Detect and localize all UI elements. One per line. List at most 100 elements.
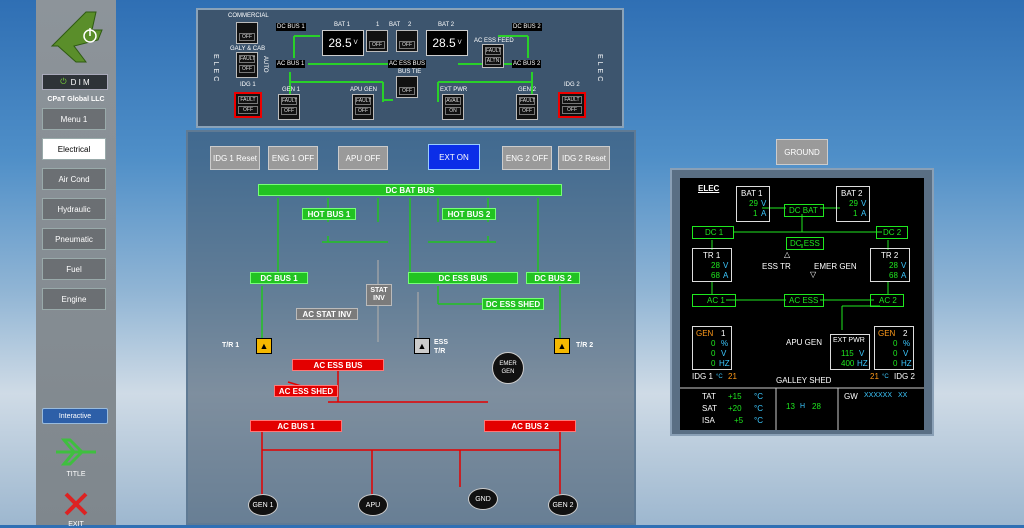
ecam-dc-2: DC 2 [876, 226, 908, 239]
ecam-isa-unit: °C [754, 416, 763, 425]
ecam-idg-1-label: IDG 1 [692, 372, 713, 381]
ecam-idg-2-label: IDG 2 [894, 372, 915, 381]
title-button[interactable]: TITLE [54, 438, 98, 478]
gnd-indicator: GND [468, 488, 498, 510]
ecam-gw-label: GW [844, 392, 858, 401]
overhead-bat-1-label: BAT 1 [334, 22, 351, 28]
overhead-elec-left-label: ELEC [212, 54, 219, 85]
overhead-bat-2-num: 2 [408, 22, 412, 28]
menu-item-electrical[interactable]: Electrical [42, 138, 106, 160]
title-label: TITLE [66, 471, 86, 478]
ac-bus-2: AC BUS 2 [484, 420, 576, 432]
menu-item-pneumatic[interactable]: Pneumatic [42, 228, 106, 250]
ac-stat-inv: AC STAT INV [296, 308, 358, 320]
menu-item-air-cond[interactable]: Air Cond [42, 168, 106, 190]
dc-ess-bus: DC ESS BUS [408, 272, 518, 284]
menu-item-fuel[interactable]: Fuel [42, 258, 106, 280]
dim-label: D I M [70, 77, 90, 87]
ecam-idg-1-unit: °C [716, 374, 723, 380]
gen-2-indicator: GEN 2 [548, 494, 578, 516]
ecam-galley-shed-label: GALLEY SHED [776, 376, 832, 385]
bat-2-pushbutton[interactable]: OFF [396, 30, 418, 52]
ecam-sat-label: SAT [702, 404, 717, 413]
ecam-tat-value: +15 [728, 392, 742, 401]
ecam-emer-gen-arrow-icon: ▽ [810, 270, 817, 279]
interactive-button[interactable]: Interactive [42, 408, 108, 424]
tr-1-symbol-icon: ▲ [256, 338, 272, 354]
overhead-ac-bus-1-label: AC BUS 1 [276, 60, 306, 68]
bus-tie-pushbutton[interactable]: OFF [396, 76, 418, 98]
company-label: CPaT Global LLC [47, 96, 105, 103]
overhead-dc-bus-1-label: DC BUS 1 [276, 23, 306, 31]
bat-1-pushbutton[interactable]: OFF [366, 30, 388, 52]
ecam-emer-gen-label: EMER GEN [814, 262, 857, 271]
ecam-title: ELEC [698, 184, 720, 193]
ecam-isa-value: +5 [734, 416, 744, 425]
ecam-time-h-unit: H [800, 403, 806, 410]
overhead-idg-1-label: IDG 1 [240, 82, 256, 88]
ecam-tat-label: TAT [702, 392, 716, 401]
exit-button[interactable]: EXIT [58, 492, 94, 528]
ecam-sat-unit: °C [754, 404, 763, 413]
ecam-ess-tr-label: ESS TR [762, 262, 791, 271]
overhead-gen-1-label: GEN 1 [282, 87, 301, 93]
ground-button[interactable]: GROUND [776, 139, 828, 165]
ecam-apu-gen-label: APU GEN [786, 338, 823, 347]
ecam-idg-2-temp: 21 [870, 372, 879, 381]
commercial-pushbutton[interactable]: OFF [236, 22, 258, 44]
elec-synoptic-panel: IDG 1 Reset ENG 1 OFF APU OFF EXT ON ENG… [186, 130, 636, 525]
overhead-ac-ess-feed-label: AC ESS FEED [474, 38, 514, 44]
ext-on-button[interactable]: EXT ON [428, 144, 480, 170]
ecam-ac-2: AC 2 [870, 294, 904, 307]
ecam-dc-ess: DC ESS [786, 237, 824, 250]
overhead-bat-2-label: BAT 2 [438, 22, 455, 28]
idg-2-reset-button[interactable]: IDG 2 Reset [558, 146, 610, 170]
idg-1-reset-button[interactable]: IDG 1 Reset [210, 146, 260, 170]
overhead-ext-pwr-label: EXT PWR [440, 87, 468, 93]
menu-item-menu-1[interactable]: Menu 1 [42, 108, 106, 130]
dc-ess-shed: DC ESS SHED [482, 298, 544, 310]
eng-1-off-button[interactable]: ENG 1 OFF [268, 146, 318, 170]
dim-button[interactable]: ⏻ D I M [42, 74, 108, 90]
ess-tr-symbol-icon: ▲ [414, 338, 430, 354]
menu-item-engine[interactable]: Engine [42, 288, 106, 310]
ecam-isa-label: ISA [702, 416, 715, 425]
ecam-tat-unit: °C [754, 392, 763, 401]
menu-item-hydraulic[interactable]: Hydraulic [42, 198, 106, 220]
tr-2-label: T/R 2 [576, 342, 594, 349]
overhead-idg-2-label: IDG 2 [564, 82, 580, 88]
ecam-idg-1-temp: 21 [728, 372, 737, 381]
overhead-gen-2-label: GEN 2 [518, 87, 537, 93]
stat-inv: STAT INV [366, 284, 392, 306]
ecam-gw-unit: XX [898, 392, 908, 399]
ecam-sat-value: +20 [728, 404, 742, 413]
power-icon: ⏻ [60, 77, 67, 86]
dc-bus-1: DC BUS 1 [250, 272, 308, 284]
overhead-bat-label: BAT [389, 22, 401, 28]
aircraft-logo-icon [46, 6, 106, 68]
ecam-time-hours: 13 [786, 402, 795, 411]
airplane-icon [56, 438, 96, 466]
eng-2-off-button[interactable]: ENG 2 OFF [502, 146, 552, 170]
overhead-elec-right-label: ELEC [596, 54, 603, 85]
gen-1-indicator: GEN 1 [248, 494, 278, 516]
apu-indicator: APU [358, 494, 388, 516]
overhead-bat-1-num: 1 [376, 22, 380, 28]
apu-off-button[interactable]: APU OFF [338, 146, 388, 170]
